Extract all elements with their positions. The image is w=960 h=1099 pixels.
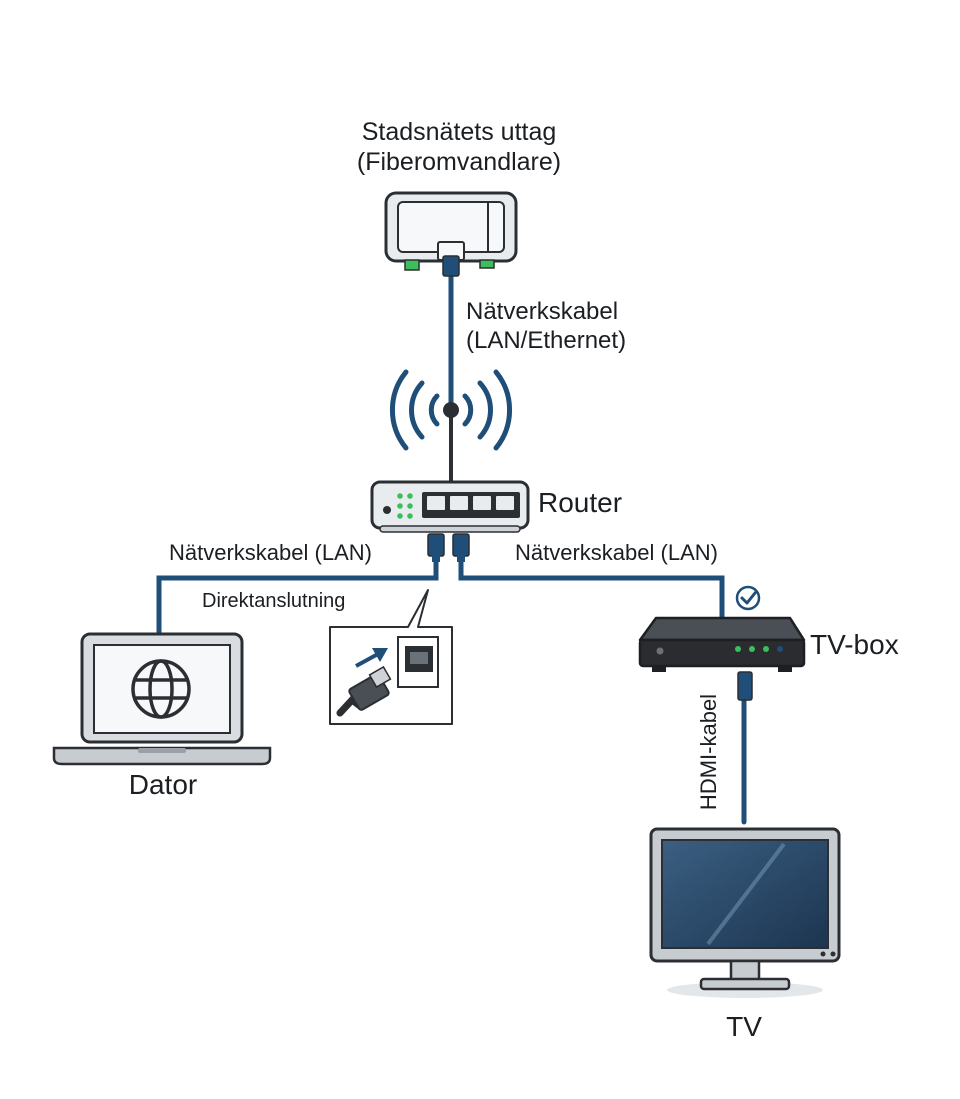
globe-icon: [131, 659, 191, 719]
computer-label: Dator: [128, 769, 198, 800]
checkmark-icon: [735, 585, 761, 611]
direct-connection-callout: [329, 589, 453, 725]
uplink-cable-label-line2: (LAN/Ethernet): [466, 327, 627, 354]
tv-label: TV: [726, 1011, 762, 1042]
tv-icon: [649, 827, 841, 998]
tvbox-icon: [638, 585, 806, 701]
source-label: Stadsnätets uttag (Fiberomvandlare): [357, 117, 561, 177]
fiber-converter-icon: [384, 191, 518, 277]
ethernet-port-icon: [397, 636, 439, 688]
tvbox-leds: [735, 646, 783, 652]
ethernet-plug-icon: [336, 665, 392, 717]
lan-left-label: Nätverkskabel (LAN): [169, 540, 372, 565]
router-leds: [397, 493, 413, 519]
lan-right-cable-line: [458, 559, 725, 623]
tvbox-label: TV-box: [810, 629, 899, 660]
source-label-line2: (Fiberomvandlare): [356, 148, 562, 176]
cables: [156, 265, 747, 825]
lan-right-label: Nätverkskabel (LAN): [515, 540, 718, 565]
direct-connection-label: Direktanslutning: [202, 590, 346, 612]
hdmi-cable-label: HDMI-kabel: [695, 693, 721, 811]
lan-left-cable-line: [156, 559, 439, 635]
uplink-cable-label: Nätverkskabel (LAN/Ethernet): [466, 297, 626, 355]
router-label: Router: [538, 487, 623, 518]
router-icon: [370, 480, 530, 562]
arrow-icon: [355, 648, 388, 668]
wifi-signal-icon: [390, 369, 512, 451]
laptop-icon: [52, 632, 272, 766]
uplink-cable-label-line1: Nätverkskabel: [466, 298, 619, 325]
source-label-line1: Stadsnätets uttag: [361, 118, 557, 146]
